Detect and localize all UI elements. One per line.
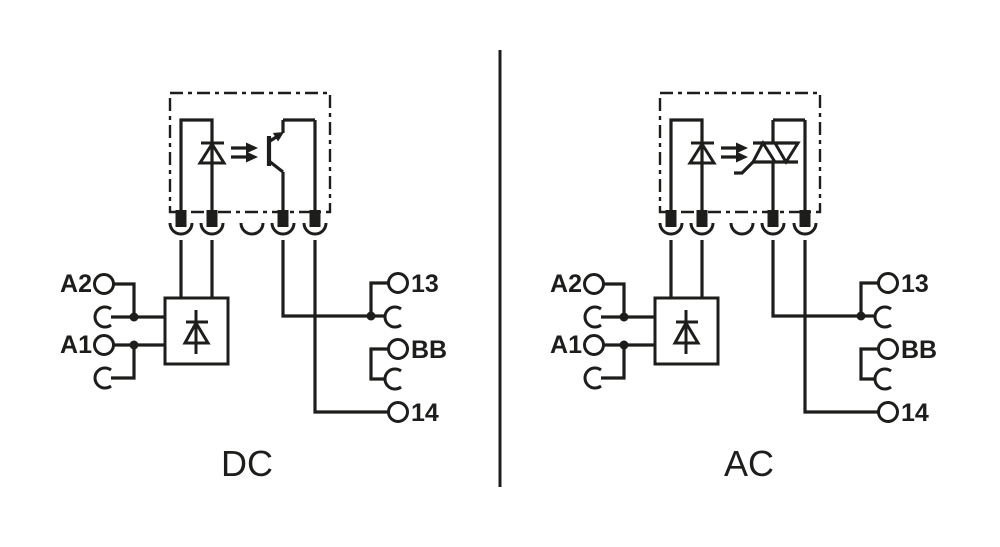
terminal-a1-label: A1 bbox=[60, 331, 92, 359]
terminal-14-label: 14 bbox=[411, 399, 439, 427]
diagram-dc: A2 A1 13 BB 14 DC bbox=[60, 91, 447, 484]
phototransistor-arrow-icon bbox=[272, 132, 284, 142]
junction-dot bbox=[619, 312, 629, 322]
contact-pin-icon bbox=[665, 210, 677, 227]
contact-pin-icon bbox=[309, 210, 321, 227]
contact-cup-icon bbox=[729, 221, 755, 236]
module-diode-icon bbox=[672, 310, 701, 354]
diagram-ac-caption: AC bbox=[724, 443, 774, 484]
input-module-box bbox=[653, 296, 720, 366]
plug-contact-row bbox=[168, 221, 328, 236]
right-terminal-wires bbox=[369, 281, 389, 381]
light-arrow-heads-icon bbox=[246, 142, 258, 163]
plug-contact-row bbox=[658, 221, 818, 236]
coupler-boundary-box bbox=[168, 91, 332, 214]
terminal-a2-label: A2 bbox=[550, 270, 582, 298]
light-arrow-shafts-icon bbox=[231, 146, 246, 159]
junction-dot bbox=[129, 312, 139, 322]
led-loop-wire bbox=[179, 118, 214, 211]
terminal-14 bbox=[877, 401, 899, 423]
phototriac-triangles-icon bbox=[750, 140, 801, 165]
input-module-box bbox=[163, 296, 230, 366]
diagram-dc-caption: DC bbox=[221, 443, 273, 484]
diagram-ac: A2 A1 13 BB 14 AC bbox=[550, 91, 937, 484]
base-wiring bbox=[179, 240, 389, 414]
terminal-14 bbox=[387, 401, 409, 423]
terminal-13 bbox=[387, 272, 409, 294]
light-arrow-shafts-icon bbox=[721, 146, 736, 159]
terminal-a1-socket-icon bbox=[583, 366, 603, 390]
junction-dot bbox=[129, 340, 139, 350]
led-diode-icon bbox=[197, 141, 227, 165]
contact-pin-icon bbox=[206, 210, 218, 227]
terminal-13-label: 13 bbox=[901, 270, 929, 298]
left-terminal-wires bbox=[111, 282, 165, 380]
terminal-a1 bbox=[583, 334, 605, 356]
contact-pin-icon bbox=[175, 210, 187, 227]
terminal-a2 bbox=[583, 273, 605, 295]
terminal-a1 bbox=[93, 334, 115, 356]
terminal-13 bbox=[877, 272, 899, 294]
junction-dot bbox=[366, 311, 376, 321]
terminal-bb-label: BB bbox=[411, 336, 447, 364]
led-diode-icon bbox=[687, 141, 717, 165]
terminal-13-label: 13 bbox=[411, 270, 439, 298]
terminal-a2 bbox=[93, 273, 115, 295]
terminal-a1-socket-icon bbox=[93, 366, 113, 390]
left-terminal-wires bbox=[601, 282, 655, 380]
contact-pin-icon bbox=[767, 210, 779, 227]
terminal-a2-label: A2 bbox=[60, 270, 92, 298]
led-loop-wire bbox=[669, 118, 704, 211]
terminal-bb-socket-icon bbox=[383, 367, 403, 391]
terminal-13-socket-icon bbox=[383, 305, 403, 329]
terminal-bb-label: BB bbox=[901, 336, 937, 364]
terminal-13-socket-icon bbox=[873, 305, 893, 329]
terminal-bb bbox=[877, 338, 899, 360]
base-wiring bbox=[669, 240, 879, 414]
terminal-bb bbox=[387, 338, 409, 360]
light-arrow-heads-icon bbox=[736, 142, 748, 163]
terminal-a2-socket-icon bbox=[583, 305, 603, 329]
right-terminal-wires bbox=[859, 281, 879, 381]
contact-pin-icon bbox=[277, 210, 289, 227]
phototransistor-wires bbox=[268, 118, 317, 211]
junction-dot bbox=[619, 340, 629, 350]
coupler-boundary-box bbox=[658, 91, 822, 214]
terminal-bb-socket-icon bbox=[873, 367, 893, 391]
contact-pin-icon bbox=[696, 210, 708, 227]
module-diode-icon bbox=[182, 310, 211, 354]
phototriac-wires bbox=[734, 118, 807, 211]
terminal-14-label: 14 bbox=[901, 399, 929, 427]
junction-dot bbox=[856, 311, 866, 321]
contact-cup-icon bbox=[239, 221, 265, 236]
terminal-a2-socket-icon bbox=[93, 305, 113, 329]
terminal-a1-label: A1 bbox=[550, 331, 582, 359]
contact-pin-icon bbox=[799, 210, 811, 227]
